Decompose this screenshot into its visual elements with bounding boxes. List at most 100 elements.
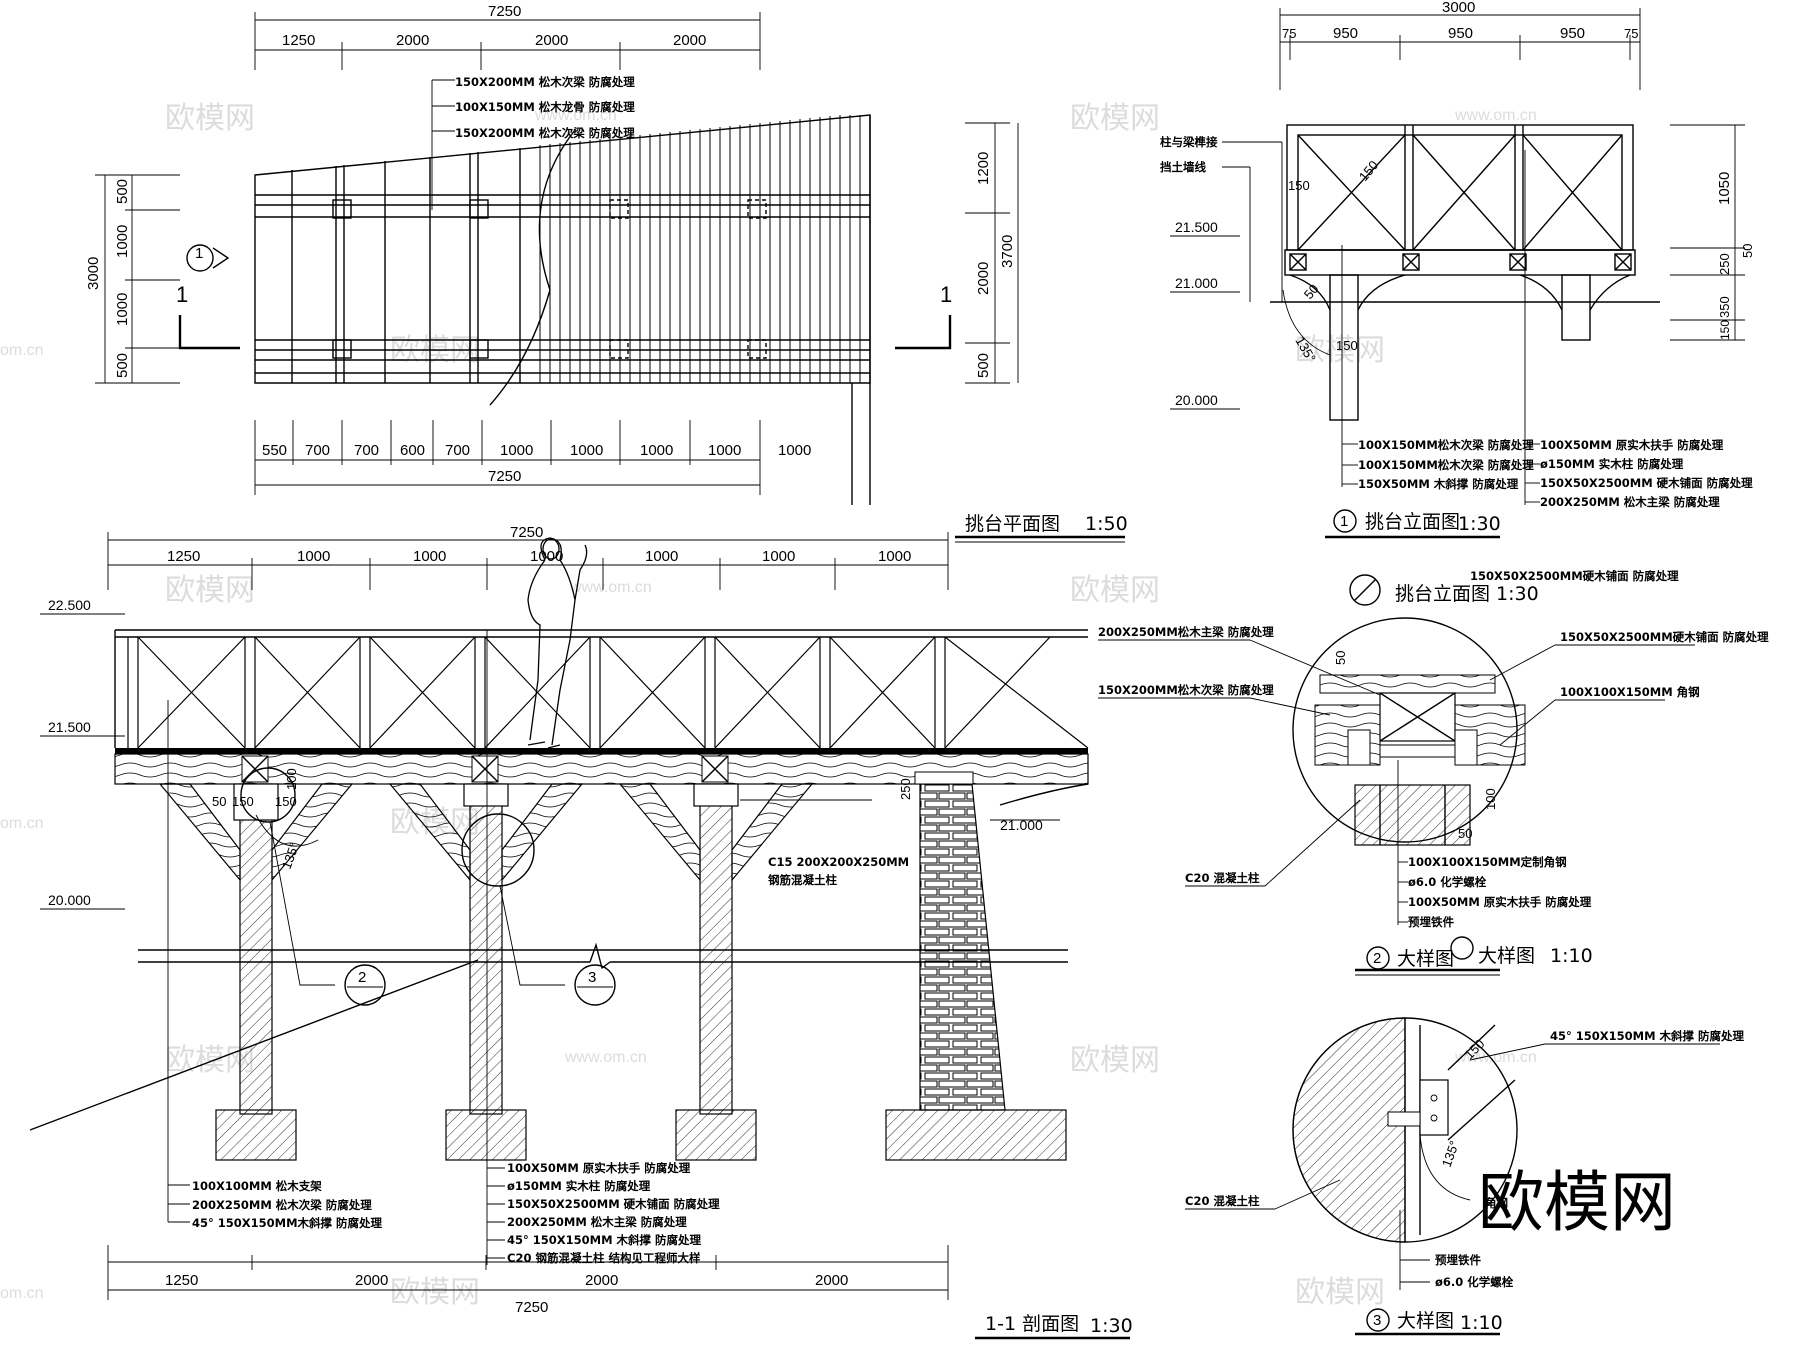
elev-small-dim: 50 xyxy=(1301,281,1322,302)
elev-note: 100X50MM 原实木扶手 防腐处理 xyxy=(1540,438,1724,452)
elev-note: ø150MM 实木柱 防腐处理 xyxy=(1540,457,1684,471)
section-title: 1-1 剖面图 xyxy=(985,1313,1079,1335)
elev-left-label: 挡土墙线 xyxy=(1160,160,1206,174)
section-note: 150X50X2500MM 硬木铺面 防腐处理 xyxy=(507,1197,720,1211)
section-bottom-dim: 2000 xyxy=(355,1272,388,1289)
section-cut-label: 1 xyxy=(176,282,188,307)
plan-title: 挑台平面图 xyxy=(965,513,1060,535)
elev-small-dim: 150 xyxy=(1288,178,1310,193)
plan-top-total: 7250 xyxy=(488,3,521,20)
section-small-dim: 100 xyxy=(284,768,299,790)
section-top-dim: 1000 xyxy=(530,548,563,565)
plan-scale: 1:50 xyxy=(1085,513,1128,535)
plan-framing xyxy=(291,148,767,383)
elev-note: 150X50X2500MM 硬木铺面 防腐处理 xyxy=(1540,476,1753,490)
section-cut-label: 1 xyxy=(940,282,952,307)
detail3-scale: 1:10 xyxy=(1460,1312,1503,1334)
section-bottom-dim: 2000 xyxy=(815,1272,848,1289)
plan-decking xyxy=(539,115,861,383)
plan-bottom-dim: 600 xyxy=(400,442,425,459)
detail2-note: ø6.0 化学螺栓 xyxy=(1408,875,1487,889)
section-top-total: 7250 xyxy=(510,524,543,541)
section-small-dim: 250 xyxy=(898,778,913,800)
plan-left-dim: 1000 xyxy=(114,293,131,326)
detail2-note: 100X50MM 原实木扶手 防腐处理 xyxy=(1408,895,1592,909)
detail2-note: 100X100X150MM定制角钢 xyxy=(1408,855,1567,869)
plan-left-dim: 1000 xyxy=(114,225,131,258)
plan-top-dim: 1250 xyxy=(282,32,315,49)
watermark-site: www.om.cn xyxy=(569,579,652,596)
section-callout: 3 xyxy=(588,969,596,986)
section-callout: 2 xyxy=(358,969,366,986)
plan-note: 150X200MM 松木次梁 防腐处理 xyxy=(455,75,635,89)
watermark-brand: 欧模网 xyxy=(165,101,255,136)
elevation-view: 3000 75 950 950 950 75 21.500 xyxy=(1160,0,1755,539)
section-view: 7250 1250 1000 1000 1000 1000 1000 1000 … xyxy=(29,524,1133,1340)
detail2-dim: 50 xyxy=(1333,651,1348,665)
section-scale: 1:30 xyxy=(1090,1315,1133,1337)
elev-top-total: 3000 xyxy=(1442,0,1475,16)
detail3-num: 3 xyxy=(1373,1312,1381,1329)
section-level: 20.000 xyxy=(48,892,91,908)
watermark-brand: 欧模网 xyxy=(1295,333,1385,368)
plan-left-total: 3000 xyxy=(85,257,102,290)
plan-left-dim: 500 xyxy=(114,353,131,378)
section-small-dim: 150 xyxy=(232,794,254,809)
detail2-num: 2 xyxy=(1373,950,1381,967)
section-level: 21.000 xyxy=(1000,817,1043,833)
detail2-scale: 1:10 xyxy=(1550,945,1593,967)
section-small-dim: 50 xyxy=(212,794,226,809)
section-note: 200X250MM 松木次梁 防腐处理 xyxy=(192,1198,372,1212)
plan-bottom-dim: 700 xyxy=(354,442,379,459)
plan-bottom-dim: 700 xyxy=(305,442,330,459)
watermark-brand: 欧模网 xyxy=(165,573,255,608)
elev-right-dim: 1050 xyxy=(1716,172,1733,205)
elev-top-dim: 75 xyxy=(1282,26,1296,41)
plan-bottom-dim: 1000 xyxy=(778,442,811,459)
watermark-site: www.om.cn xyxy=(1454,107,1537,124)
section-column-note: 钢筋混凝土柱 xyxy=(768,873,837,887)
plan-bottom-total: 7250 xyxy=(488,468,521,485)
plan-bottom-dim: 550 xyxy=(262,442,287,459)
detail2-dim: 50 xyxy=(1458,826,1472,841)
person-figure-icon xyxy=(527,537,588,749)
section-bottom-dim: 2000 xyxy=(585,1272,618,1289)
watermark-site: www.om.cn xyxy=(1454,1049,1537,1066)
section-marker-num: 1 xyxy=(195,245,203,262)
detail3-note: 预埋铁件 xyxy=(1435,1253,1481,1267)
elev-level: 21.500 xyxy=(1175,219,1218,235)
section-top-dim: 1000 xyxy=(762,548,795,565)
plan-note: 150X200MM 松木次梁 防腐处理 xyxy=(455,126,635,140)
elev-note: 100X150MM松木次梁 防腐处理 xyxy=(1358,458,1534,472)
plan-left-dim: 500 xyxy=(114,179,131,204)
detail2-note: 150X50X2500MM硬木铺面 防腐处理 xyxy=(1470,569,1679,583)
section-top-dim: 1000 xyxy=(645,548,678,565)
detail2-note: 预埋铁件 xyxy=(1408,915,1454,929)
elev-top-dim: 950 xyxy=(1560,25,1585,42)
watermark-site: www.om.cn xyxy=(564,1049,647,1066)
section-braces xyxy=(158,783,814,882)
detail2-overlap-title: 挑台立面图 1:30 xyxy=(1395,583,1539,605)
section-note: ø150MM 实木柱 防腐处理 xyxy=(507,1179,651,1193)
section-small-dim: 150 xyxy=(275,794,297,809)
detail3-note: C20 混凝土柱 xyxy=(1185,1194,1260,1208)
section-note: 45° 150X150MM木斜撑 防腐处理 xyxy=(192,1216,383,1230)
section-level: 21.500 xyxy=(48,719,91,735)
section-top-dim: 1250 xyxy=(167,548,200,565)
elev-title-num: 1 xyxy=(1340,513,1348,530)
watermark-brand: 欧模网 xyxy=(1070,573,1160,608)
plan-right-dim: 1200 xyxy=(975,152,992,185)
plan-right-total: 3700 xyxy=(999,235,1016,268)
plan-bottom-dim: 1000 xyxy=(500,442,533,459)
plan-bottom-dim: 1000 xyxy=(708,442,741,459)
elev-title: 挑台立面图 xyxy=(1365,511,1460,533)
section-top-dim: 1000 xyxy=(297,548,330,565)
watermark-site: om.cn xyxy=(0,1285,44,1302)
plan-top-dim: 2000 xyxy=(673,32,706,49)
detail2-note: 150X50X2500MM硬木铺面 防腐处理 xyxy=(1560,630,1769,644)
plan-bottom-dim: 1000 xyxy=(570,442,603,459)
logo-brand: 欧模网 xyxy=(1478,1164,1676,1241)
watermark-brand: 欧模网 xyxy=(1070,1043,1160,1078)
plan-bottom-dim: 700 xyxy=(445,442,470,459)
detail3-note: 角钢 xyxy=(1485,1196,1508,1210)
